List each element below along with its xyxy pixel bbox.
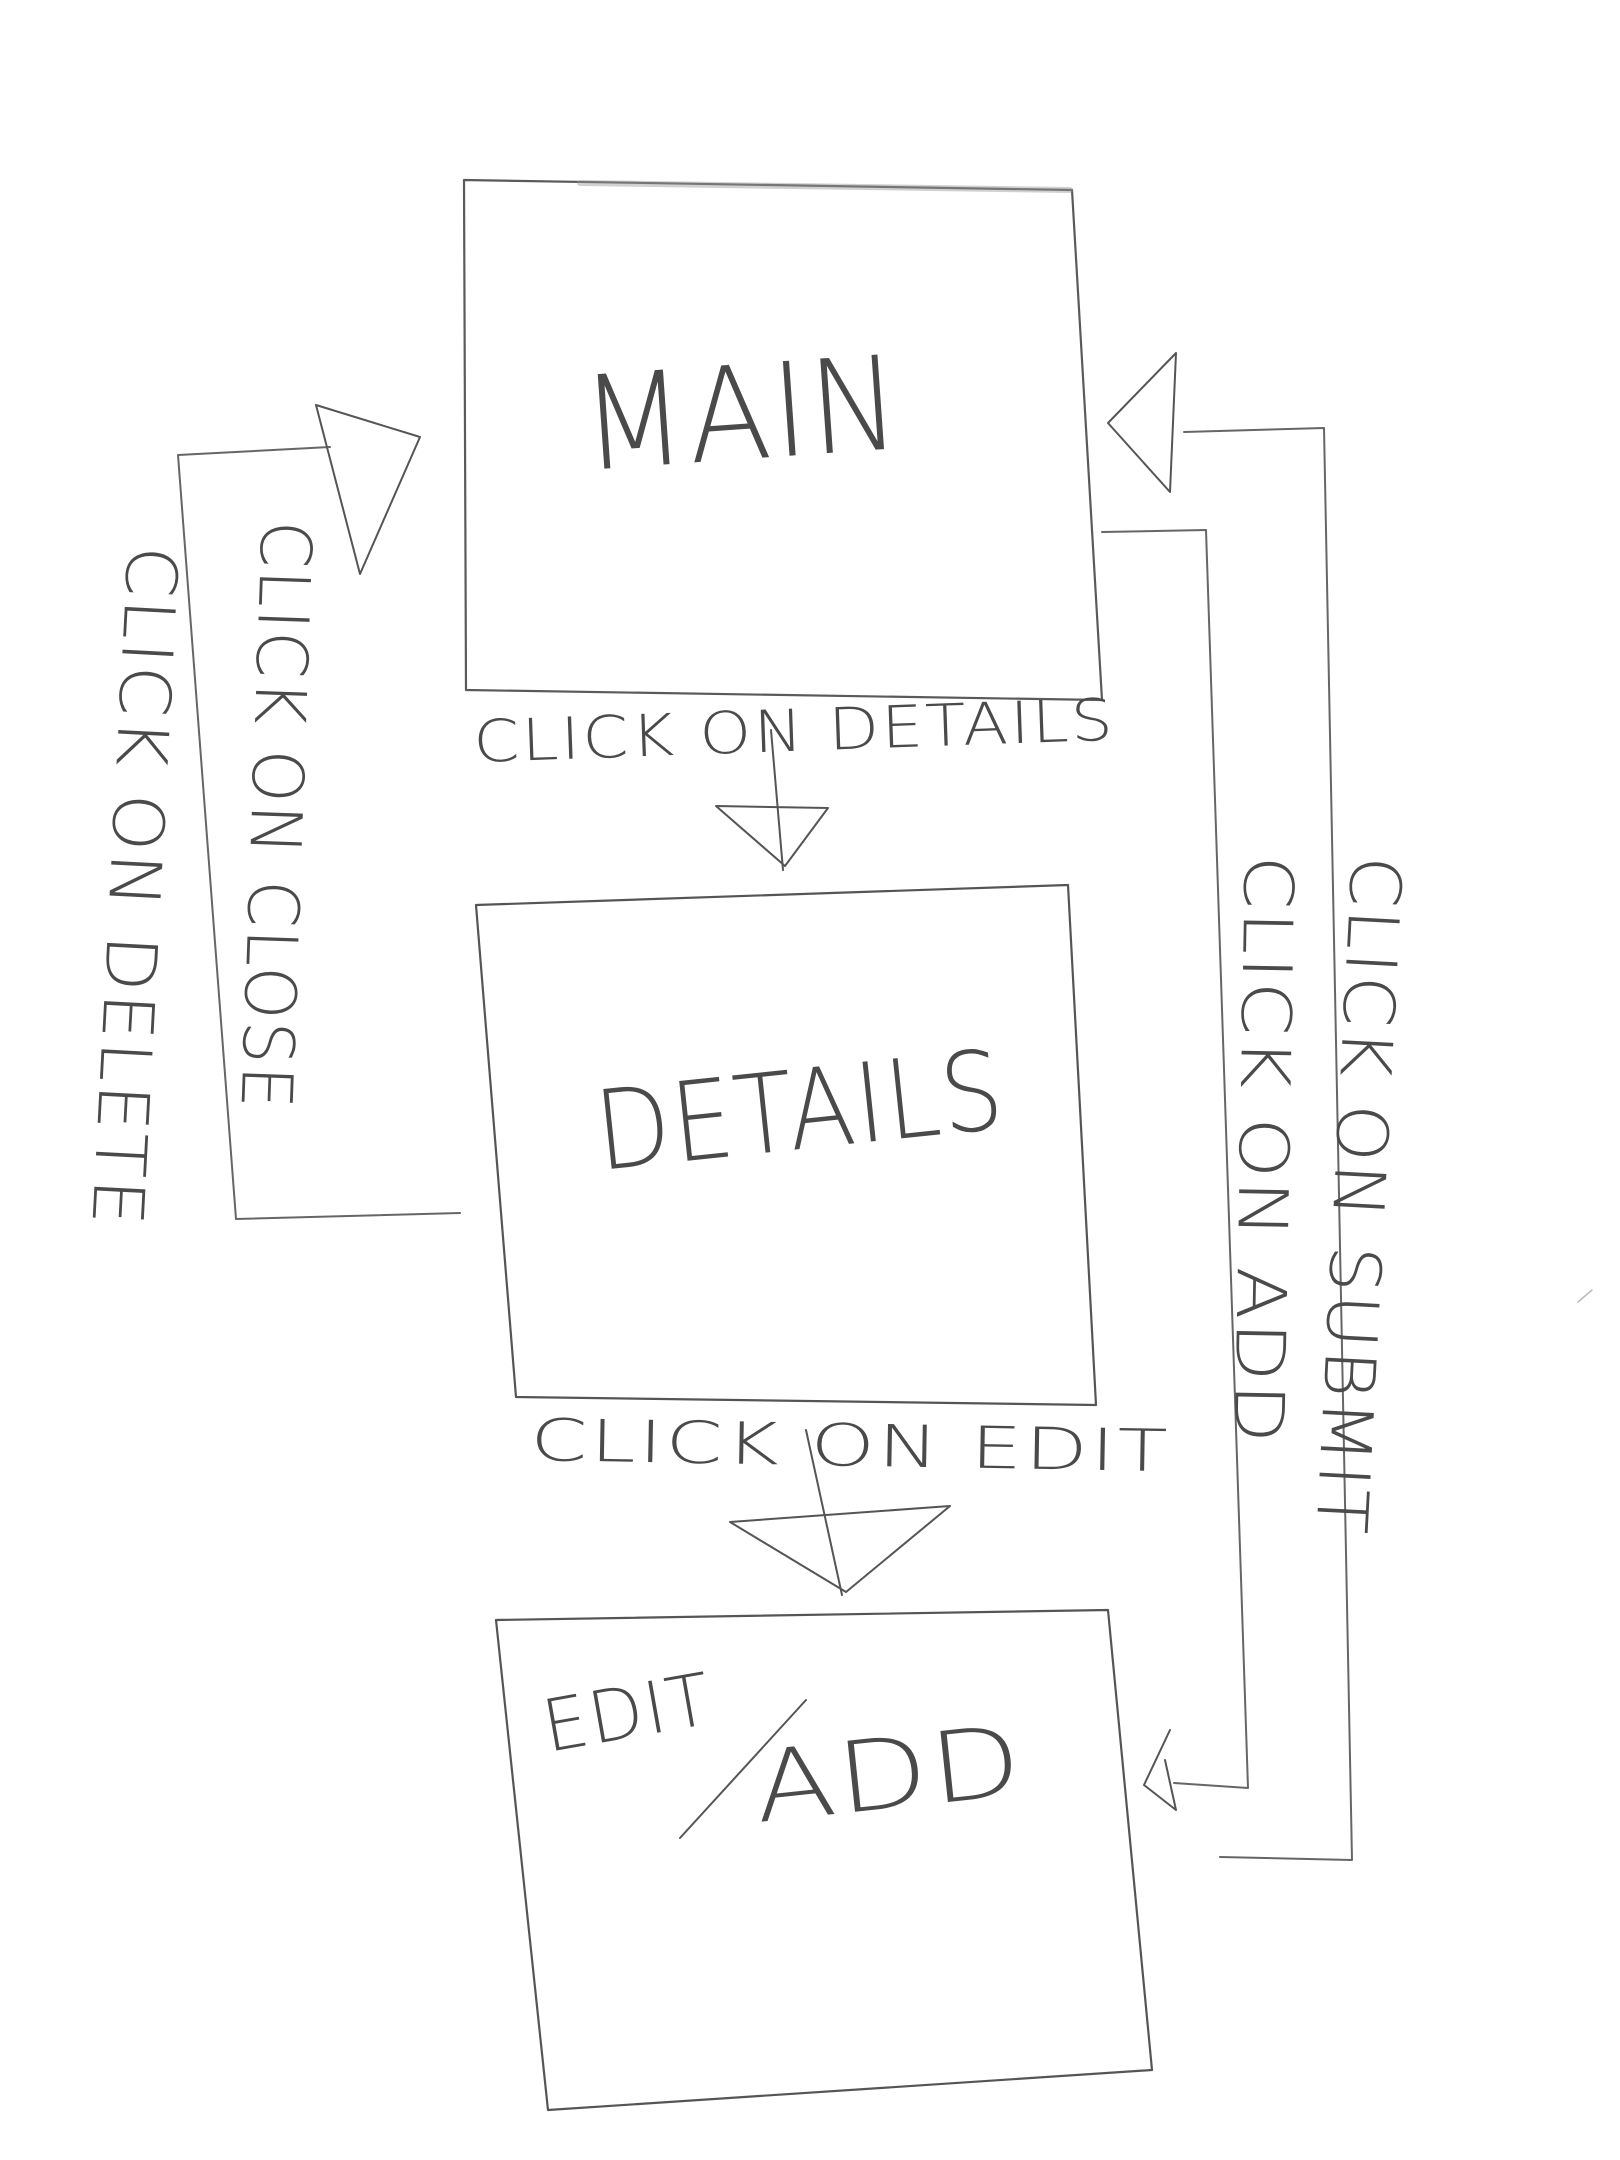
stray-pencil-mark <box>1577 1289 1593 1303</box>
connector-main-to-edit <box>1101 529 1249 1811</box>
edge-label-click-on-submit: CLICK ON SUBMIT <box>1299 854 1416 1537</box>
details-label: DETAILS <box>589 1026 1010 1196</box>
arrowhead-into-main <box>315 404 421 575</box>
connector-details-to-edit <box>729 1429 951 1596</box>
connector-details-to-main <box>177 404 461 1220</box>
main-box <box>462 178 1104 702</box>
arrowhead-into-edit <box>729 1505 951 1593</box>
arrowhead-into-details <box>715 805 829 867</box>
edge-label-click-on-delete: CLICK ON DELETE <box>75 544 193 1229</box>
edit-add-label-top: EDIT <box>536 1656 718 1768</box>
details-box <box>474 883 1098 1407</box>
connector-main-to-details <box>715 729 829 871</box>
edge-label-click-on-close: CLICK ON CLOSE <box>224 519 327 1112</box>
arrowhead-into-edit-add <box>1143 1729 1177 1811</box>
edit-add-label: EDIT ADD <box>536 1656 1029 1845</box>
arrowhead-back-into-main <box>1107 352 1177 493</box>
main-label: MAIN <box>577 327 907 501</box>
connector-edit-to-main <box>1107 352 1353 1861</box>
edge-label-click-on-details: CLICK ON DETAILS <box>472 686 1116 776</box>
edge-label-click-on-add: CLICK ON ADD <box>1218 855 1307 1446</box>
edge-label-click-on-edit: CLICK ON EDIT <box>530 1406 1171 1485</box>
edit-add-box <box>494 1608 1154 2112</box>
edit-add-slash <box>679 1699 807 1839</box>
edit-add-label-bottom: ADD <box>749 1704 1029 1846</box>
